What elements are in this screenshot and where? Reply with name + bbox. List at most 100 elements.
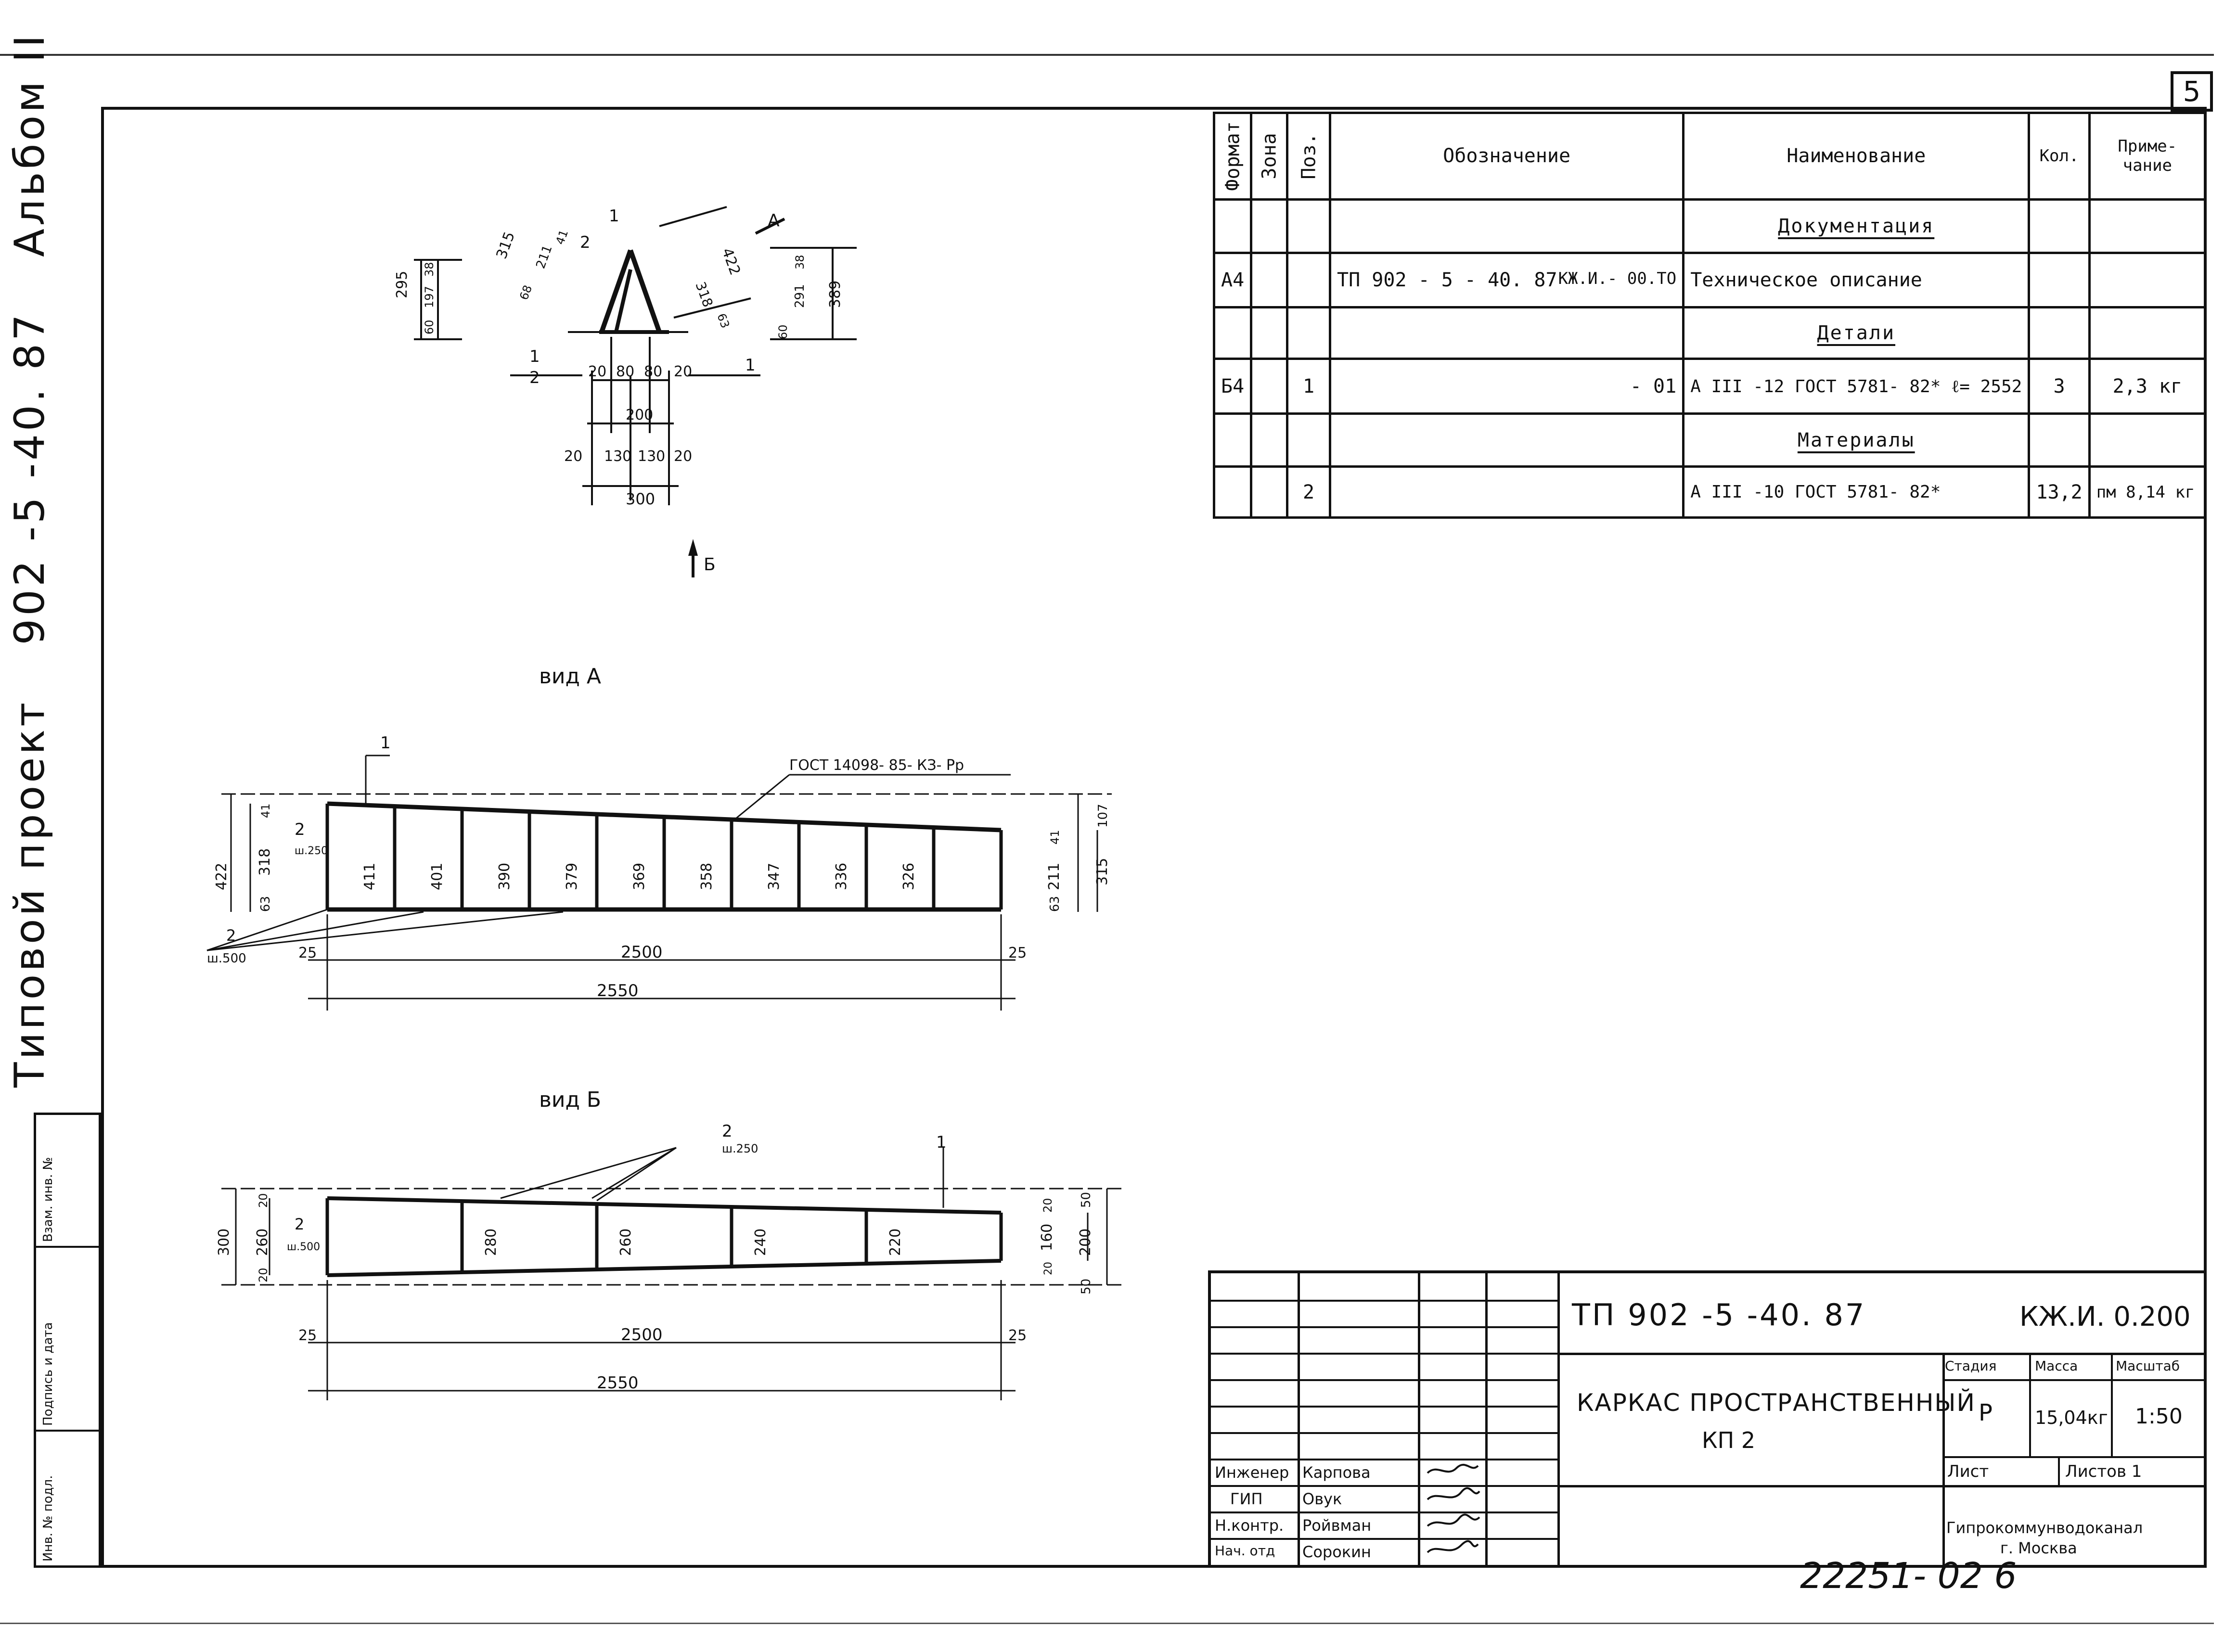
row-detail-note: 2,3 кг [2088,358,2207,415]
scale-value: 1:50 [2135,1404,2183,1429]
dim-label: 318 [692,280,716,309]
view-b-left-dim: 20 [257,1268,270,1282]
view-a-pos2: 2 [295,820,305,839]
spec-section-docs: Документация [1212,198,2207,254]
view-a-right-dim: 63 [1048,896,1062,912]
view-b-bottom-dim: 2500 [621,1325,663,1345]
section-pos1-right: 1 [745,356,756,375]
view-a-height-label: 411 [361,863,378,890]
specification-table: Формат Зона Поз. Обозначение Наименовани… [1212,112,2207,519]
view-b-height-label: 220 [887,1229,904,1256]
signatures-image [1427,1463,1480,1553]
col-poz: Поз. [1287,113,1330,200]
view-b-pos1: 1 [936,1133,947,1152]
org-city: г. Москва [2000,1539,2077,1557]
view-b-right-dim: 20 [1042,1262,1054,1275]
row-docs-format: А4 [1212,251,1253,308]
section-pos2-top: 2 [580,233,591,252]
signer-name: Сорокин [1302,1543,1371,1561]
view-b-height-label: 260 [617,1229,634,1256]
view-b-left-dim: 260 [254,1229,271,1256]
scale-label: Масштаб [2116,1358,2180,1374]
view-a-bottom-dim: 25 [1008,945,1027,961]
top-edge-line [0,54,2214,56]
col-format: Формат [1214,113,1251,200]
section-pos1-top: 1 [609,206,619,226]
dim-label: 211 [533,243,555,270]
row-material-name: А III -10 ГОСТ 5781- 82* [1682,465,2031,519]
spec-row-material: 2 А III -10 ГОСТ 5781- 82* 13,2 пм 8,14 … [1212,465,2207,519]
view-b-arrow-label: Б [704,555,716,575]
view-a-height-label: 336 [833,863,850,890]
view-a-right-dim: 211 [1046,863,1063,890]
stage-label: Стадия [1945,1358,1997,1374]
dim-label: 295 [394,271,411,298]
view-a-height-label: 347 [766,863,783,890]
view-a-right-dim: 315 [1094,858,1111,885]
dim-label: 197 [423,286,436,308]
view-a-pos2-bottom-step: ш.500 [207,951,246,966]
view-a-bottom-dim: 2550 [597,981,639,1000]
dim-label: 63 [714,311,732,330]
view-a-left-dim: 41 [259,803,272,818]
row-detail-format: Б4 [1212,358,1253,415]
section-docs-label: Документация [1682,198,2031,254]
col-zona: Зона [1251,113,1287,200]
section-materials-label: Материалы [1682,412,2031,468]
view-b-left-dim: 300 [216,1229,232,1256]
section-dimension-labels: 295 60 197 38 315 68 211 41 318 63 422 6… [394,228,844,508]
drawings-canvas: 295 60 197 38 315 68 211 41 318 63 422 6… [206,206,1121,1400]
dim-label: 130 [638,448,665,465]
section-drawing [414,206,857,577]
inventory-number: 22251- 02 6 [1800,1555,2017,1597]
dim-label: 60 [423,320,436,334]
view-a-height-label: 379 [564,863,580,890]
dim-label: 300 [626,490,655,508]
view-b-pos2-step: ш.250 [722,1142,758,1155]
view-a-height-label: 358 [698,863,715,890]
signer-role: Нач. отд [1215,1543,1275,1559]
drawing-title-line2: КП 2 [1702,1427,1756,1453]
view-b-right-dim: 160 [1039,1224,1055,1251]
view-a-height-label: 326 [900,863,917,890]
view-a-frame [206,755,1112,1011]
mass-value: 15,04кг [2035,1407,2108,1428]
dim-label: 60 [776,324,790,339]
row-detail-poz: 1 [1286,358,1332,415]
title-block: ТП 902 -5 -40. 87 КЖ.И. 0.200 КАРКАС ПРО… [1208,1270,2207,1568]
spec-section-materials: Материалы [1212,412,2207,468]
signer-role: ГИП [1230,1490,1263,1508]
section-pos1-left: 1 [529,347,540,366]
view-b-height-label: 280 [483,1229,500,1256]
weld-note: ГОСТ 14098- 85- КЗ- Рр [789,757,964,774]
dim-label: 291 [793,284,807,308]
view-b-pos2-left: 2 [295,1215,304,1233]
row-material-note: пм 8,14 кг [2088,465,2207,519]
view-b-bottom-dim: 2550 [597,1373,639,1393]
row-detail-kol: 3 [2028,358,2091,415]
stamp-inv-podl: Инв. № подл. [41,1475,55,1562]
org-name: Гипрокоммунводоканал [1946,1519,2143,1537]
view-a-bottom-dim: 25 [298,945,317,961]
doc-code: ТП 902 -5 -40. 87 [1572,1297,1866,1332]
dim-label: 41 [553,228,571,246]
view-b-bottom-dim: 25 [298,1327,317,1344]
dim-label: 200 [626,407,653,423]
view-b-right-dim: 20 [1041,1198,1054,1213]
view-b-title: вид Б [539,1088,601,1112]
view-a-left-dim: 422 [213,863,230,890]
view-b-right-dim: 50 [1079,1279,1093,1294]
view-a-bottom-dim: 2500 [621,943,663,962]
section-details-label: Детали [1682,306,2031,360]
spec-section-details: Детали [1212,306,2207,360]
sheets-count: Листов 1 [2065,1462,2142,1481]
col-oboznachenie: Обозначение [1329,112,1685,201]
view-a-left-dim: 318 [257,848,273,876]
dim-label: 80 [644,363,662,380]
drawing-frame [101,107,2207,1568]
view-a-title: вид А [539,664,601,689]
view-a-height-label: 390 [496,863,513,890]
dim-label: 389 [827,281,844,308]
